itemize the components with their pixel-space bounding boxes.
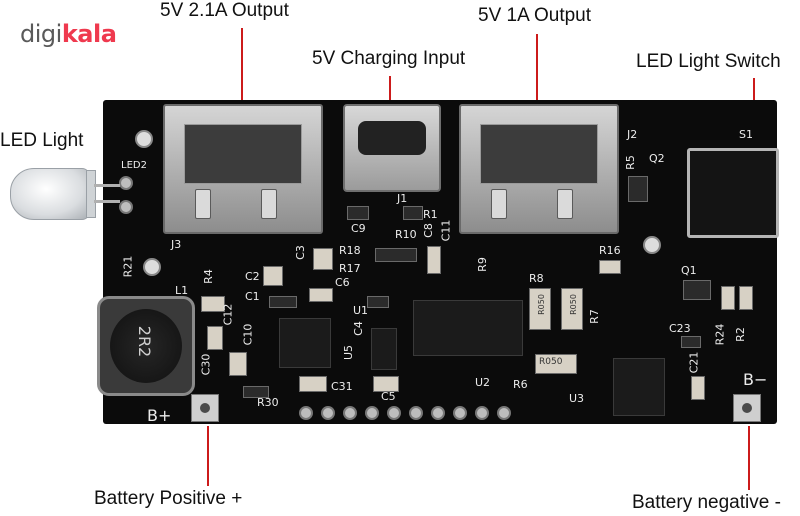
- r050-marking-b: R050: [568, 294, 578, 315]
- resistor-r050: [529, 288, 551, 330]
- inductor-l1: [97, 296, 195, 396]
- r050-marking-a: R050: [536, 294, 546, 315]
- mount-hole: [643, 236, 661, 254]
- silk-c3: C3: [293, 245, 307, 260]
- callout-5v-2a1-output: 5V 2.1A Output: [160, 0, 289, 21]
- silk-r18: R18: [339, 244, 361, 257]
- battery-positive-pad: [191, 394, 219, 422]
- silk-c11: C11: [439, 219, 453, 242]
- battery-negative-pad: [733, 394, 761, 422]
- silk-r17: R17: [339, 262, 361, 275]
- micro-usb-input: [343, 104, 441, 192]
- r050-marking: R050: [539, 357, 563, 367]
- usb-port-1a: [459, 104, 619, 234]
- silk-u1: U1: [353, 304, 369, 317]
- mount-hole: [143, 258, 161, 276]
- silk-c23: C23: [669, 322, 691, 335]
- silk-c4: C4: [351, 321, 365, 336]
- inductor-marking: 2R2: [135, 325, 155, 358]
- chip-u5: [279, 318, 331, 368]
- silk-r21: R21: [121, 255, 135, 278]
- mount-hole: [135, 130, 153, 148]
- silk-c10: C10: [241, 323, 255, 346]
- led-bulb: [10, 168, 90, 220]
- silk-j2: J2: [627, 128, 638, 141]
- chip-u2: [413, 300, 523, 356]
- silk-r2: R2: [733, 327, 747, 342]
- resistor-r050: [535, 354, 577, 374]
- silk-c12: C12: [221, 303, 235, 326]
- leader-line-switch: [753, 78, 755, 106]
- silk-u3: U3: [569, 392, 585, 405]
- callout-battery-positive: Battery Positive +: [94, 488, 243, 509]
- led-switch: [687, 148, 779, 238]
- silk-c5: C5: [381, 390, 396, 403]
- silk-u5: U5: [342, 344, 356, 361]
- led-lead: [94, 184, 120, 187]
- led-rim: [86, 170, 96, 218]
- digikala-logo: digikala: [20, 20, 117, 48]
- silk-c6: C6: [335, 276, 350, 289]
- silk-q1: Q1: [681, 264, 697, 277]
- silk-s1: S1: [739, 128, 753, 141]
- silk-r5: R5: [623, 155, 637, 170]
- leader-line-1a: [536, 34, 538, 102]
- usb-port-2a1: [163, 104, 323, 234]
- silk-r16: R16: [599, 244, 621, 257]
- silk-r1: R1: [423, 208, 438, 221]
- silk-bminus: B−: [743, 370, 768, 389]
- silk-q2: Q2: [649, 152, 665, 165]
- silk-c30: C30: [199, 353, 213, 376]
- silk-l1: L1: [175, 284, 189, 297]
- silk-c21: C21: [687, 351, 701, 374]
- silk-c2: C2: [245, 270, 260, 283]
- callout-charging-input: 5V Charging Input: [312, 48, 466, 69]
- logo-text-digi: digi: [20, 20, 62, 48]
- pcb-board: 2R2 R050 J3 J1 J2 S1 LED2 R5: [97, 100, 779, 425]
- silk-u2: U2: [475, 376, 491, 389]
- silk-r4: R4: [201, 269, 215, 284]
- chip-u3: [613, 358, 665, 416]
- chip-u1: [371, 328, 397, 370]
- silk-r9: R9: [475, 257, 489, 272]
- leader-line-2a1: [241, 28, 243, 104]
- leader-line-bminus: [748, 426, 750, 490]
- callout-led-switch: LED Light Switch: [636, 51, 781, 72]
- silk-j3: J3: [171, 238, 182, 251]
- silk-r6: R6: [513, 378, 528, 391]
- silk-r30: R30: [257, 396, 279, 409]
- silk-j1: J1: [397, 192, 408, 205]
- silk-r7: R7: [587, 309, 601, 324]
- leader-line-bplus: [207, 426, 209, 486]
- leader-line-charging: [389, 76, 391, 104]
- silk-bplus: B+: [147, 406, 172, 425]
- silk-c9: C9: [351, 222, 366, 235]
- silk-r24: R24: [713, 323, 727, 346]
- led-lead: [94, 200, 120, 203]
- callout-5v-1a-output: 5V 1A Output: [478, 5, 592, 26]
- silk-c31: C31: [331, 380, 353, 393]
- callout-battery-negative: Battery negative -: [632, 492, 781, 513]
- silk-c8: C8: [421, 223, 435, 238]
- callout-led-light: LED Light: [0, 130, 84, 151]
- resistor-r050: [561, 288, 583, 330]
- logo-text-kala: kala: [61, 20, 117, 48]
- silk-led2: LED2: [121, 160, 147, 171]
- silk-r10: R10: [395, 228, 417, 241]
- silk-c1: C1: [245, 290, 260, 303]
- silk-r8: R8: [529, 272, 544, 285]
